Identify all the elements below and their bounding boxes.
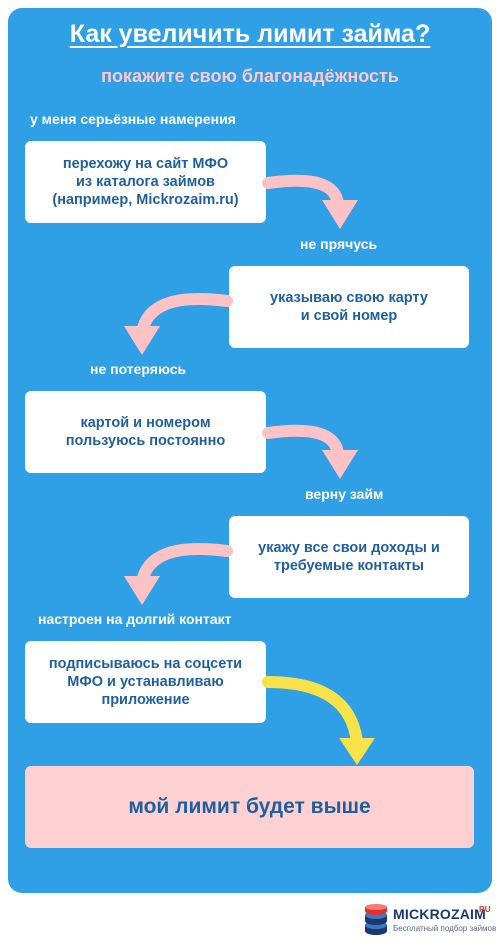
arrow-4-shaft [136,543,233,588]
infographic-subtitle: покажите свою благонадёжность [101,66,399,86]
arrow-3-head [322,450,358,479]
arrow-5-head [339,738,375,765]
step-4-label: верну займ [305,486,384,502]
logo-suffix: RU [479,905,491,914]
logo-tagline: Бесплатный подбор займов [393,924,497,933]
infographic-title: Как увеличить лимит займа? [69,20,431,48]
step-2-label: не прячусь [300,236,378,252]
arrow-4-head [124,576,160,605]
step-5-label: настроен на долгий контакт [38,611,232,627]
step-2-box: указываю свою карту и свой номер [229,266,469,348]
arrow-3-shaft [262,424,344,460]
mickrozaim-logo: MICKROZAIM RU Бесплатный подбор займов [362,904,496,940]
result-box: мой лимит будет выше [25,766,474,848]
coin-stack-icon [365,904,387,935]
arrow-1-shaft [262,174,344,210]
logo-name: MICKROZAIM [393,906,486,922]
step-5-box: подписываюсь на соцсети МФО и устанавлив… [25,641,266,723]
arrow-5-shaft [262,676,363,748]
step-1-box: перехожу на сайт МФО из каталога займов … [25,141,266,223]
arrow-1-head [322,200,358,229]
step-1-label: у меня серьёзные намерения [30,111,236,127]
arrow-2-shaft [136,293,233,338]
step-3-label: не потеряюсь [90,361,187,377]
arrow-2-head [124,326,160,355]
step-3-box: картой и номером пользуюсь постоянно [25,391,266,473]
step-4-box: укажу все свои доходы и требуемые контак… [229,516,469,598]
